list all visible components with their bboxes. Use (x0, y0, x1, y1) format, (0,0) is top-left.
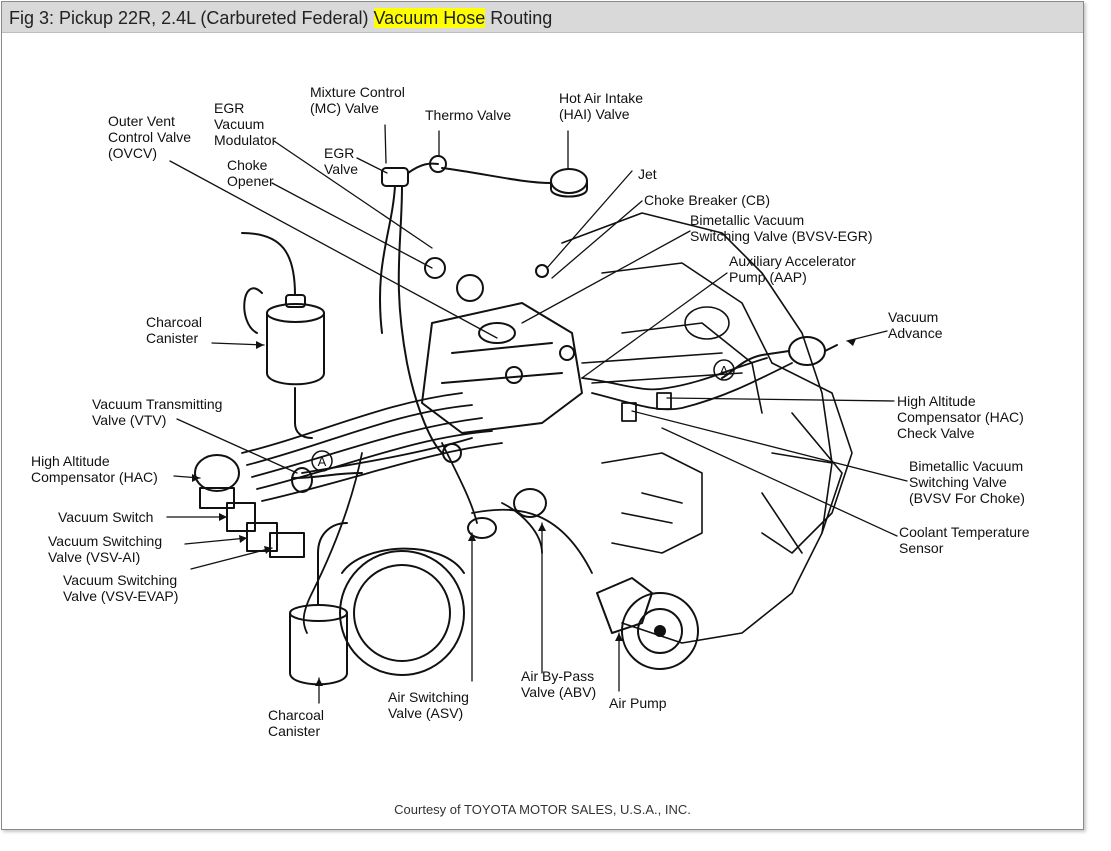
title-highlight: Vacuum Hose (373, 8, 486, 28)
credit-line: Courtesy of TOYOTA MOTOR SALES, U.S.A., … (394, 802, 691, 817)
fan (761, 362, 853, 554)
marker-a-left-text: A (318, 454, 327, 469)
vacuum-advance (721, 336, 838, 379)
label-vacuum-advance: Vacuum Advance (888, 309, 943, 341)
left-valve-cluster (194, 454, 363, 558)
hoses-left (301, 437, 593, 634)
label-egr-valve: EGR Valve (324, 145, 358, 177)
title-suffix: Routing (485, 8, 553, 28)
label-outer-vent-control-valve: Outer Vent Control Valve (OVCV) (108, 113, 192, 161)
figure-title: Fig 3: Pickup 22R, 2.4L (Carbureted Fede… (9, 8, 552, 29)
label-thermo-valve: Thermo Valve (425, 107, 512, 123)
label-air-switching-valve: Air Switching Valve (ASV) (388, 689, 469, 721)
leader-lines (166, 124, 908, 704)
label-bvsv-choke: Bimetallic Vacuum Switching Valve (BVSV … (909, 458, 1025, 506)
charcoal-canister-bottom (289, 522, 348, 686)
label-high-altitude-compensator: High Altitude Compensator (HAC) (31, 453, 158, 485)
mc-thermo-valves (379, 155, 447, 454)
hoses-right (581, 357, 793, 422)
air-pump (596, 577, 699, 670)
label-charcoal-canister-bottom: Charcoal Canister (268, 707, 325, 739)
label-vacuum-switch: Vacuum Switch (58, 509, 154, 525)
hai-valve (441, 167, 588, 198)
title-bar: Fig 3: Pickup 22R, 2.4L (Carbureted Fede… (2, 2, 1083, 33)
label-hot-air-intake-valve: Hot Air Intake (HAI) Valve (559, 90, 644, 122)
label-hac-check-valve: High Altitude Compensator (HAC) Check Va… (897, 393, 1024, 441)
label-charcoal-canister-top: Charcoal Canister (146, 314, 203, 346)
engine-diagram: A A (166, 124, 908, 704)
marker-a-right: A (713, 359, 735, 381)
carburetor (421, 257, 583, 434)
label-choke-breaker: Choke Breaker (CB) (644, 192, 771, 208)
label-egr-vacuum-modulator: EGR Vacuum Modulator (214, 100, 277, 148)
asv-abv (442, 443, 547, 539)
label-choke-opener: Choke Opener (227, 157, 274, 189)
air-cleaner (339, 547, 465, 676)
figure-frame: Fig 3: Pickup 22R, 2.4L (Carbureted Fede… (1, 1, 1084, 830)
label-mixture-control-valve: Mixture Control (MC) Valve (310, 84, 405, 116)
engine-block (561, 212, 833, 644)
label-bvsv-egr: Bimetallic Vacuum Switching Valve (BVSV-… (690, 212, 873, 244)
title-prefix: Fig 3: Pickup 22R, 2.4L (Carbureted Fede… (9, 8, 374, 28)
label-jet: Jet (638, 166, 657, 182)
arrowheads (192, 339, 856, 686)
marker-a-left: A (311, 450, 333, 472)
label-vsv-ai: Vacuum Switching Valve (VSV-AI) (48, 533, 163, 565)
label-vsv-evap: Vacuum Switching Valve (VSV-EVAP) (63, 572, 179, 604)
label-coolant-temperature-sensor: Coolant Temperature Sensor (899, 524, 1030, 556)
label-air-bypass-valve: Air By-Pass Valve (ABV) (521, 668, 597, 700)
marker-a-right-text: A (720, 363, 729, 378)
label-air-pump: Air Pump (609, 695, 667, 711)
charcoal-canister-top (241, 232, 325, 439)
label-auxiliary-accelerator-pump: Auxiliary Accelerator Pump (AAP) (729, 253, 856, 285)
label-vacuum-transmitting-valve: Vacuum Transmitting Valve (VTV) (92, 396, 223, 428)
